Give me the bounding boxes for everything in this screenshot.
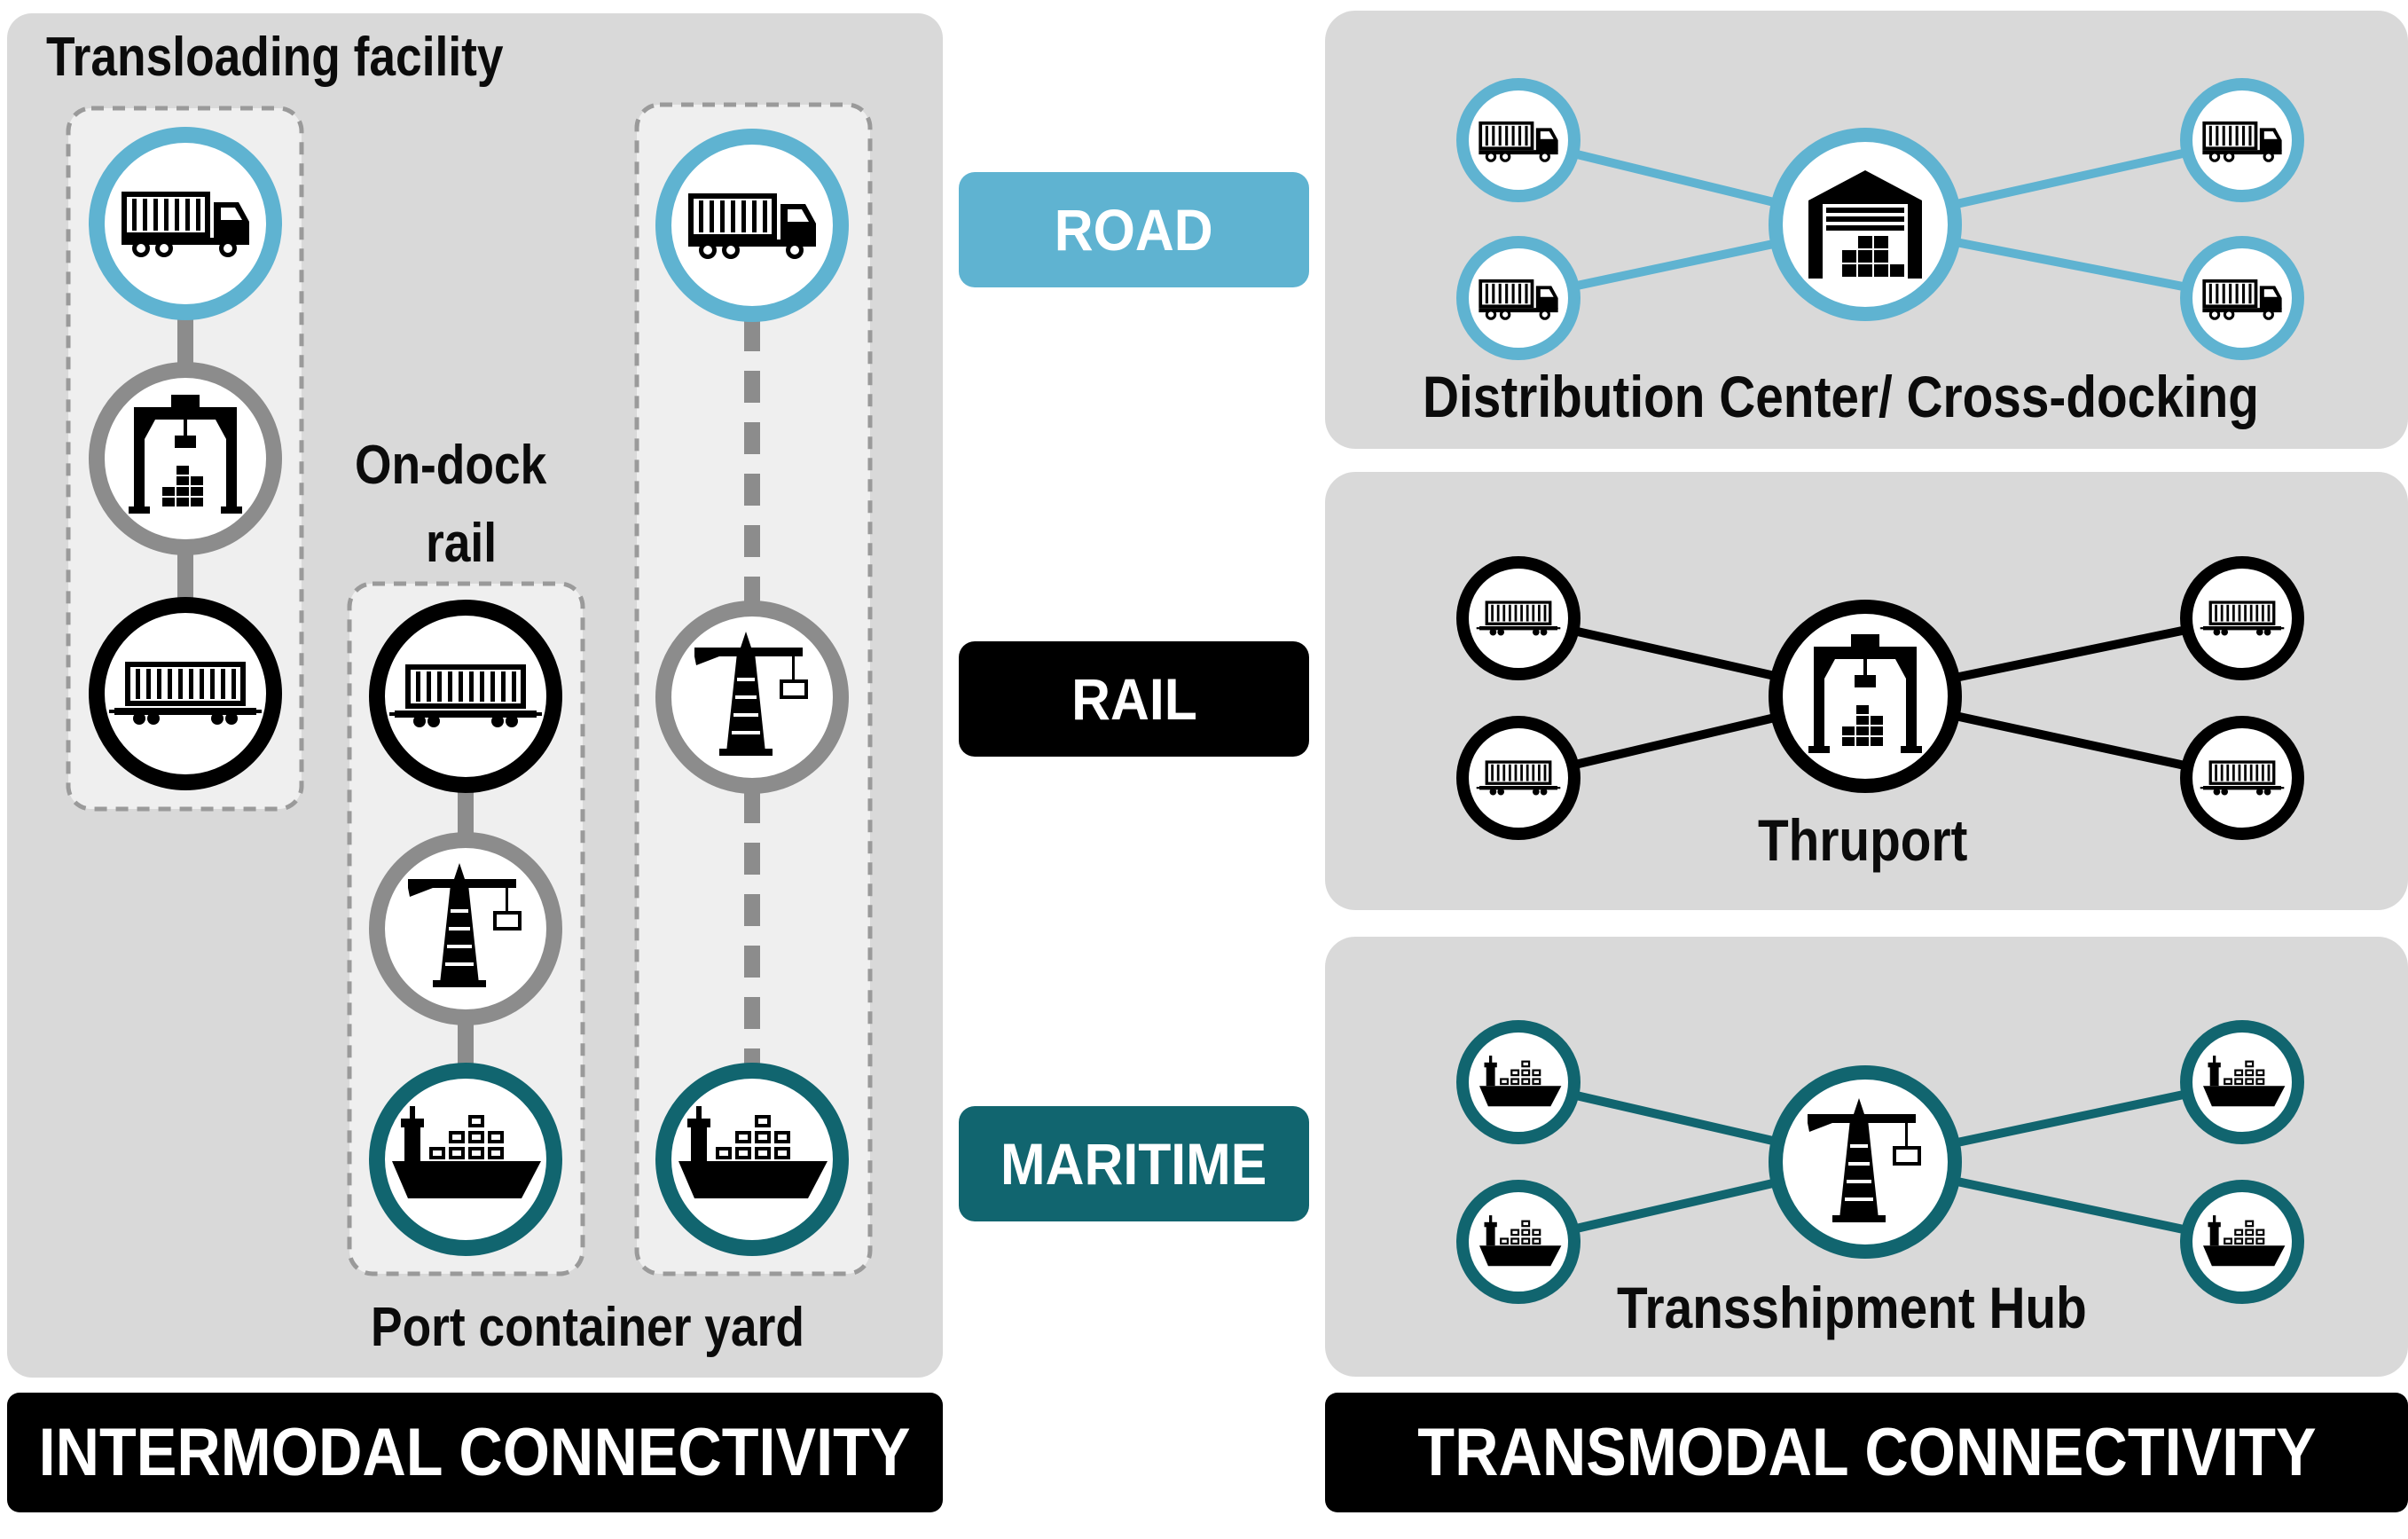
truck-node xyxy=(655,129,849,322)
intermodal-footer: INTERMODAL CONNECTIVITY xyxy=(7,1393,943,1512)
rail-node xyxy=(2180,716,2304,840)
port-crane-node xyxy=(655,601,849,794)
truck-node xyxy=(1456,78,1580,202)
ship-node xyxy=(2180,1020,2304,1144)
on-dock-rail-label-line2: rail xyxy=(426,513,498,574)
rail-node xyxy=(1456,716,1580,840)
rail-network xyxy=(1456,556,2304,840)
transshipment-hub-node xyxy=(1769,1065,1962,1259)
ship-node xyxy=(1456,1180,1580,1304)
distribution-hub-node xyxy=(1769,128,1962,321)
gantry-node xyxy=(89,362,282,555)
ship-node xyxy=(2180,1180,2304,1304)
road-mode-badge: ROAD xyxy=(959,172,1309,287)
rail-node xyxy=(369,600,562,793)
maritime-mode-label: MARITIME xyxy=(1000,1131,1267,1197)
on-dock-rail-label-line1: On-dock xyxy=(355,435,547,496)
transmodal-footer: TRANSMODAL CONNECTIVITY xyxy=(1325,1393,2408,1512)
distribution-center-label: Distribution Center/ Cross-docking xyxy=(1423,364,2259,429)
thruport-label: Thruport xyxy=(1758,807,1968,873)
ship-node xyxy=(1456,1020,1580,1144)
intermodal-footer-label: INTERMODAL CONNECTIVITY xyxy=(39,1415,911,1490)
ship-node xyxy=(369,1063,562,1256)
transloading-facility-label: Transloading facility xyxy=(46,27,504,88)
rail-mode-label: RAIL xyxy=(1071,666,1197,732)
truck-node xyxy=(2180,236,2304,360)
truck-node xyxy=(2180,78,2304,202)
rail-node xyxy=(1456,556,1580,680)
thruport-hub-node xyxy=(1769,600,1962,793)
port-container-yard-label: Port container yard xyxy=(371,1297,804,1358)
truck-node xyxy=(1456,236,1580,360)
maritime-network xyxy=(1456,1020,2304,1304)
rail-node xyxy=(2180,556,2304,680)
road-mode-label: ROAD xyxy=(1055,197,1213,263)
port-crane-node xyxy=(369,832,562,1025)
rail-node xyxy=(89,597,282,790)
ship-node xyxy=(655,1063,849,1256)
rail-mode-badge: RAIL xyxy=(959,641,1309,757)
truck-node xyxy=(89,127,282,320)
transshipment-hub-label: Transshipment Hub xyxy=(1617,1275,2087,1340)
maritime-mode-badge: MARITIME xyxy=(959,1106,1309,1221)
transmodal-footer-label: TRANSMODAL CONNECTIVITY xyxy=(1416,1415,2317,1490)
road-network xyxy=(1456,78,2304,360)
